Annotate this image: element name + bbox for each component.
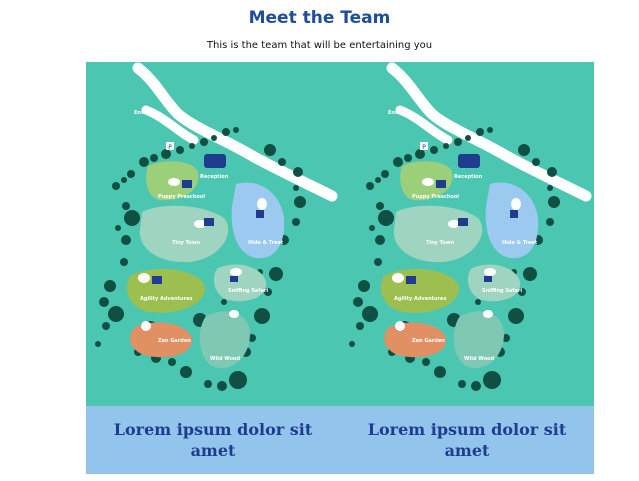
team-card-2[interactable]: P Entrance Reception Puppy Preschool Tin… (340, 62, 594, 474)
park-map-illustration: P Entrance Reception Puppy Preschool Tin… (340, 62, 594, 406)
agility-adventures-label: Agility Adventures (140, 296, 192, 302)
reception-label: Reception (200, 174, 229, 180)
park-map-image: P Entrance Reception Puppy Preschool Tin… (86, 62, 340, 406)
sniffing-safari-label: Sniffing Safari (228, 288, 268, 294)
entrance-label: Entrance (134, 110, 160, 116)
park-map-image: P Entrance Reception Puppy Preschool Tin… (340, 62, 594, 406)
card-caption: Lorem ipsum dolor sit amet (86, 406, 340, 474)
reception-label: Reception (454, 174, 483, 180)
wild-wood-label: Wild Wood (464, 356, 494, 362)
agility-adventures-label: Agility Adventures (394, 296, 446, 302)
tiny-town-label: Tiny Town (172, 240, 200, 246)
parking-label: P (422, 144, 426, 151)
puppy-preschool-label: Puppy Preschool (158, 194, 205, 200)
zen-garden-label: Zen Garden (158, 338, 191, 344)
wild-wood-label: Wild Wood (210, 356, 240, 362)
park-map-illustration: P Entrance Reception Puppy Preschool Tin… (86, 62, 340, 406)
card-caption-text: Lorem ipsum dolor sit amet (113, 420, 313, 460)
zen-garden-label: Zen Garden (412, 338, 445, 344)
puppy-preschool-label: Puppy Preschool (412, 194, 459, 200)
card-caption-text: Lorem ipsum dolor sit amet (367, 420, 567, 460)
card-caption: Lorem ipsum dolor sit amet (340, 406, 594, 474)
tiny-town-label: Tiny Town (426, 240, 454, 246)
hide-treat-label: Hide & Treat (502, 240, 538, 246)
team-card-1[interactable]: P Entrance Reception Puppy Preschool Tin… (86, 62, 340, 474)
page-title: Meet the Team (248, 8, 391, 28)
entrance-label: Entrance (388, 110, 414, 116)
parking-label: P (168, 144, 172, 151)
page-subtitle: This is the team that will be entertaini… (206, 40, 433, 51)
hide-treat-label: Hide & Treat (248, 240, 284, 246)
sniffing-safari-label: Sniffing Safari (482, 288, 522, 294)
